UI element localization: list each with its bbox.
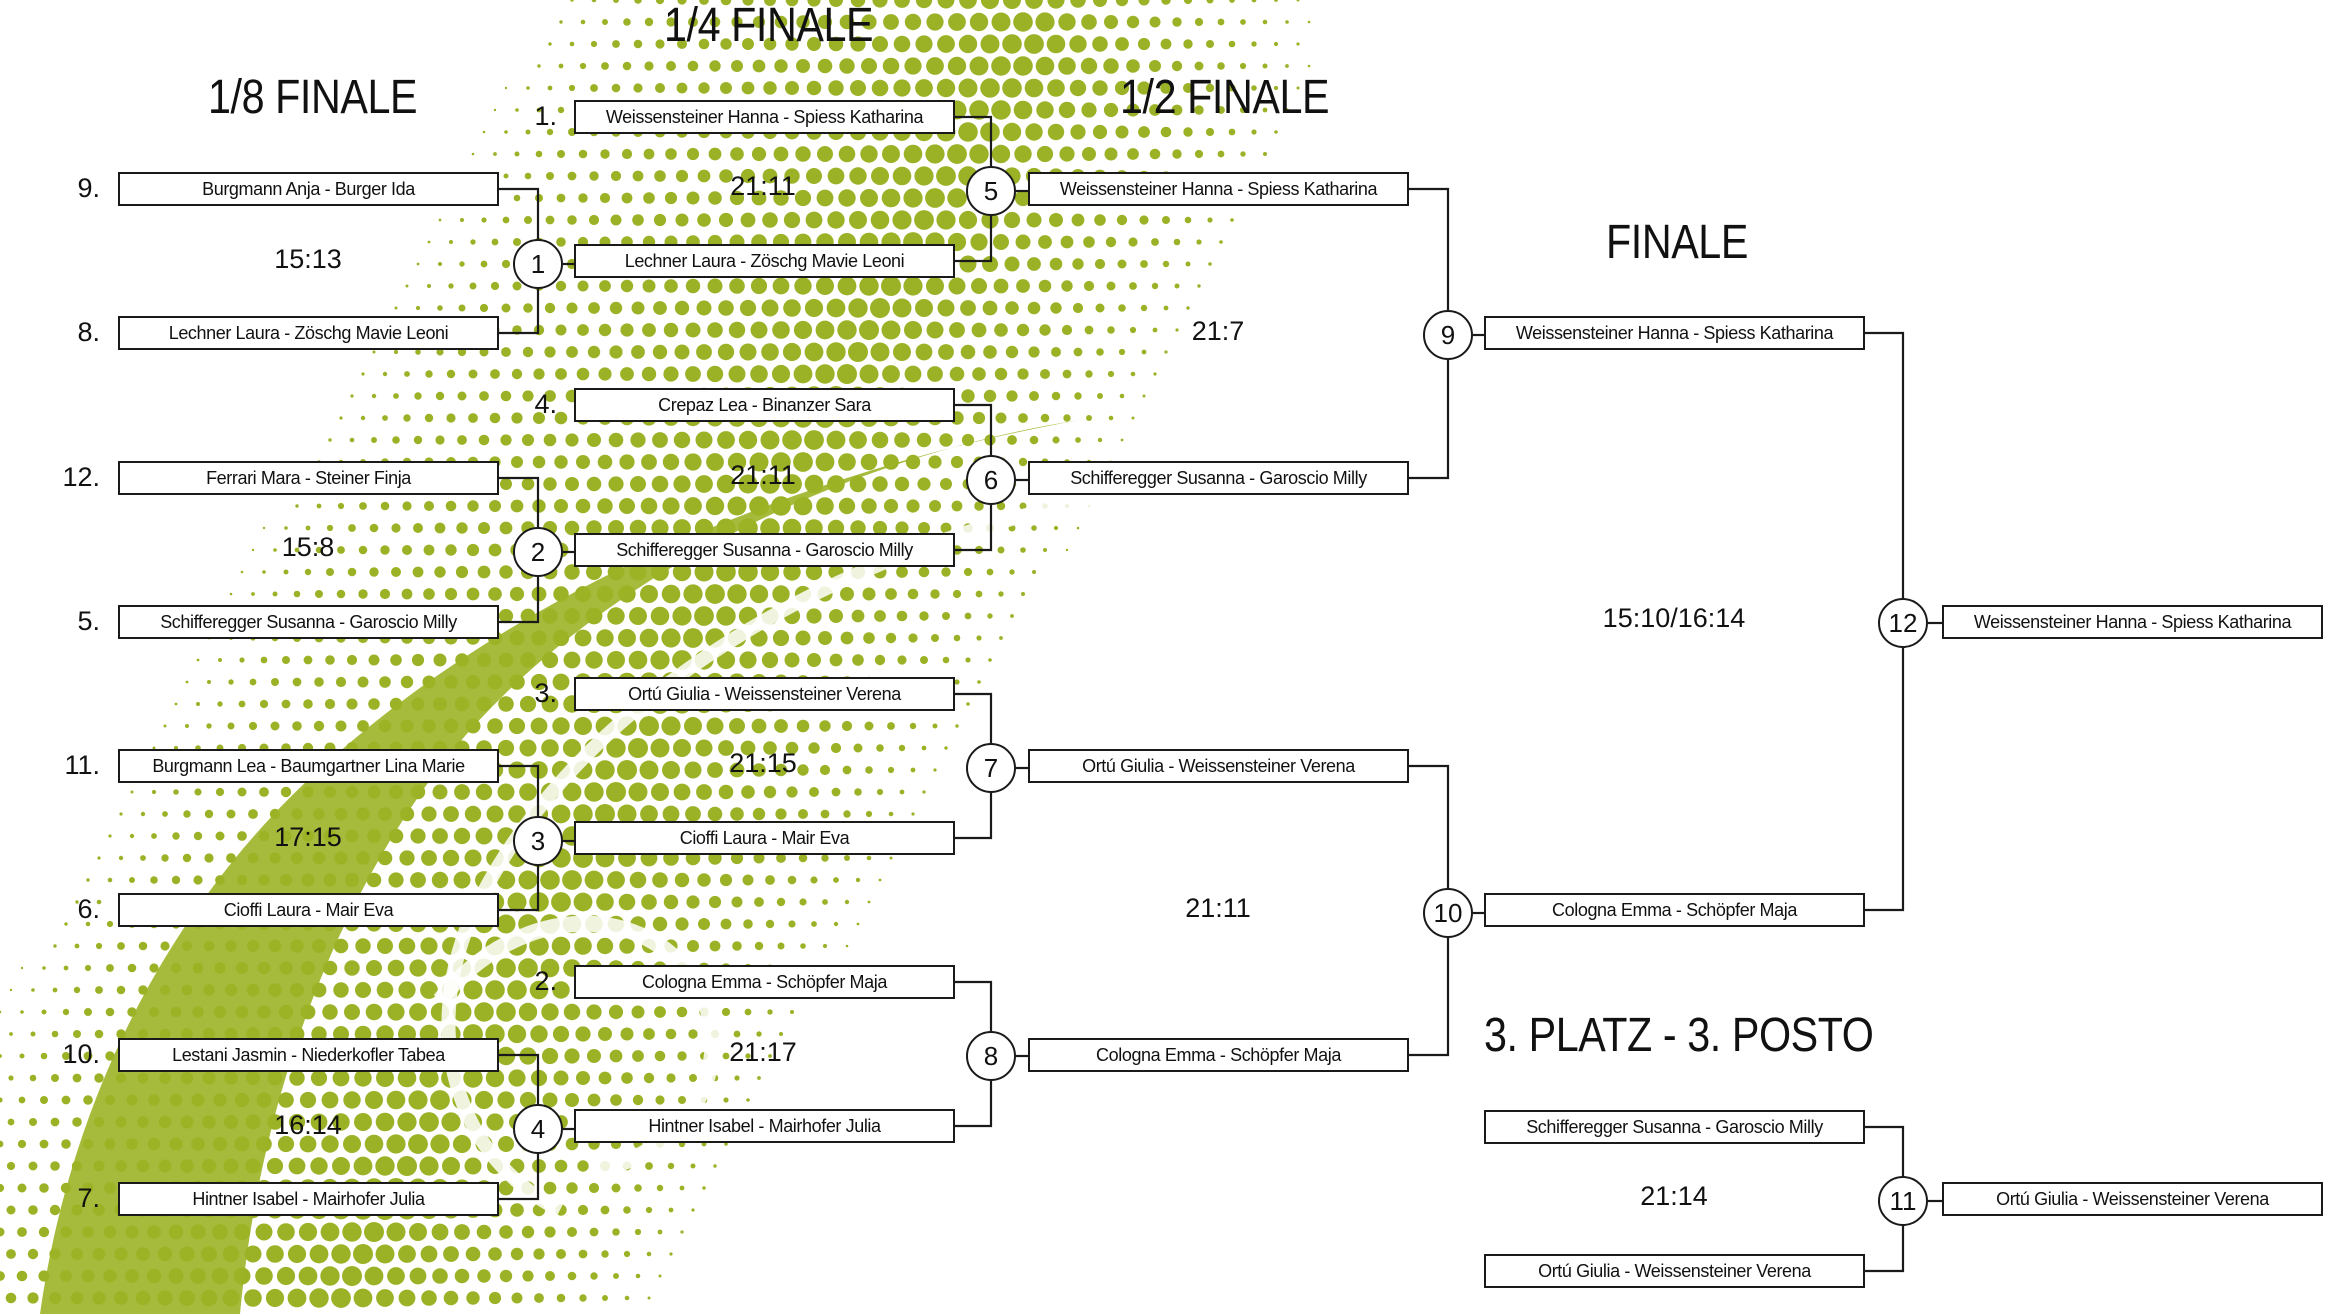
heading-third-place: 3. PLATZ - 3. POSTO [1484, 1009, 1874, 1062]
match-number-circle: 10 [1423, 888, 1473, 938]
winner-box[interactable]: Weissensteiner Hanna - Spiess Katharina [1942, 605, 2323, 639]
team-box[interactable]: Ortú Giulia - Weissensteiner Verena [1028, 749, 1409, 783]
team-box[interactable]: Ortú Giulia - Weissensteiner Verena [1484, 1254, 1865, 1288]
seed-label: 5. [77, 606, 100, 636]
match-score: 21:11 [730, 171, 796, 201]
match-score: 21:11 [1185, 893, 1251, 923]
final-score: 15:10/16:14 [1602, 603, 1746, 633]
seed-label: 12. [62, 462, 100, 492]
seed-label: 8. [77, 317, 100, 347]
team-box[interactable]: Burgmann Anja - Burger Ida [118, 172, 499, 206]
seed-label: 4. [534, 389, 557, 419]
team-box[interactable]: Ortú Giulia - Weissensteiner Verena [574, 677, 955, 711]
match-score: 21:17 [729, 1037, 797, 1067]
team-box[interactable]: Crepaz Lea - Binanzer Sara [574, 388, 955, 422]
match-score: 15:13 [274, 244, 342, 274]
team-box[interactable]: Cologna Emma - Schöpfer Maja [1484, 893, 1865, 927]
match-score: 16:14 [274, 1110, 342, 1140]
match-number-circle: 1 [513, 239, 563, 289]
match-score: 15:8 [281, 532, 335, 562]
team-box[interactable]: Lestani Jasmin - Niederkofler Tabea [118, 1038, 499, 1072]
seed-label: 3. [534, 678, 557, 708]
team-box[interactable]: Hintner Isabel - Mairhofer Julia [118, 1182, 499, 1216]
match-number-circle: 8 [966, 1031, 1016, 1081]
team-box[interactable]: Cioffi Laura - Mair Eva [574, 821, 955, 855]
match-number-circle: 7 [966, 743, 1016, 793]
team-box[interactable]: Burgmann Lea - Baumgartner Lina Marie [118, 749, 499, 783]
match-score: 17:15 [274, 822, 342, 852]
seed-label: 9. [77, 173, 100, 203]
seed-label: 6. [77, 894, 100, 924]
match-number-circle: 2 [513, 527, 563, 577]
seed-label: 11. [64, 750, 100, 780]
team-box[interactable]: Ferrari Mara - Steiner Finja [118, 461, 499, 495]
heading-final: FINALE [1606, 216, 1748, 269]
match-number-circle: 11 [1878, 1176, 1928, 1226]
match-number-circle: 5 [966, 166, 1016, 216]
team-box[interactable]: Schifferegger Susanna - Garoscio Milly [1484, 1110, 1865, 1144]
seed-label: 7. [77, 1183, 100, 1213]
heading-semi-final: 1/2 FINALE [1120, 71, 1330, 124]
match-score: 21:7 [1191, 316, 1245, 346]
team-box[interactable]: Schifferegger Susanna - Garoscio Milly [118, 605, 499, 639]
third-place-score: 21:14 [1640, 1181, 1708, 1211]
seed-label: 10. [62, 1039, 100, 1069]
seed-label: 1. [534, 101, 557, 131]
team-box[interactable]: Schifferegger Susanna - Garoscio Milly [574, 533, 955, 567]
team-box[interactable]: Weissensteiner Hanna - Spiess Katharina [574, 100, 955, 134]
match-score: 21:11 [730, 460, 796, 490]
team-box[interactable]: Cioffi Laura - Mair Eva [118, 893, 499, 927]
seed-label: 2. [534, 966, 557, 996]
heading-quarter-final: 1/4 FINALE [664, 0, 874, 52]
match-number-circle: 3 [513, 816, 563, 866]
team-box[interactable]: Hintner Isabel - Mairhofer Julia [574, 1109, 955, 1143]
match-number-circle: 12 [1878, 598, 1928, 648]
team-box[interactable]: Cologna Emma - Schöpfer Maja [574, 965, 955, 999]
team-box[interactable]: Weissensteiner Hanna - Spiess Katharina [1484, 316, 1865, 350]
heading-round-of-16: 1/8 FINALE [208, 71, 418, 124]
team-box[interactable]: Lechner Laura - Zöschg Mavie Leoni [574, 244, 955, 278]
team-box[interactable]: Schifferegger Susanna - Garoscio Milly [1028, 461, 1409, 495]
third-place-winner-box[interactable]: Ortú Giulia - Weissensteiner Verena [1942, 1182, 2323, 1216]
match-number-circle: 4 [513, 1104, 563, 1154]
team-box[interactable]: Weissensteiner Hanna - Spiess Katharina [1028, 172, 1409, 206]
match-number-circle: 9 [1423, 310, 1473, 360]
match-score: 21:15 [729, 748, 797, 778]
match-number-circle: 6 [966, 455, 1016, 505]
team-box[interactable]: Cologna Emma - Schöpfer Maja [1028, 1038, 1409, 1072]
team-box[interactable]: Lechner Laura - Zöschg Mavie Leoni [118, 316, 499, 350]
